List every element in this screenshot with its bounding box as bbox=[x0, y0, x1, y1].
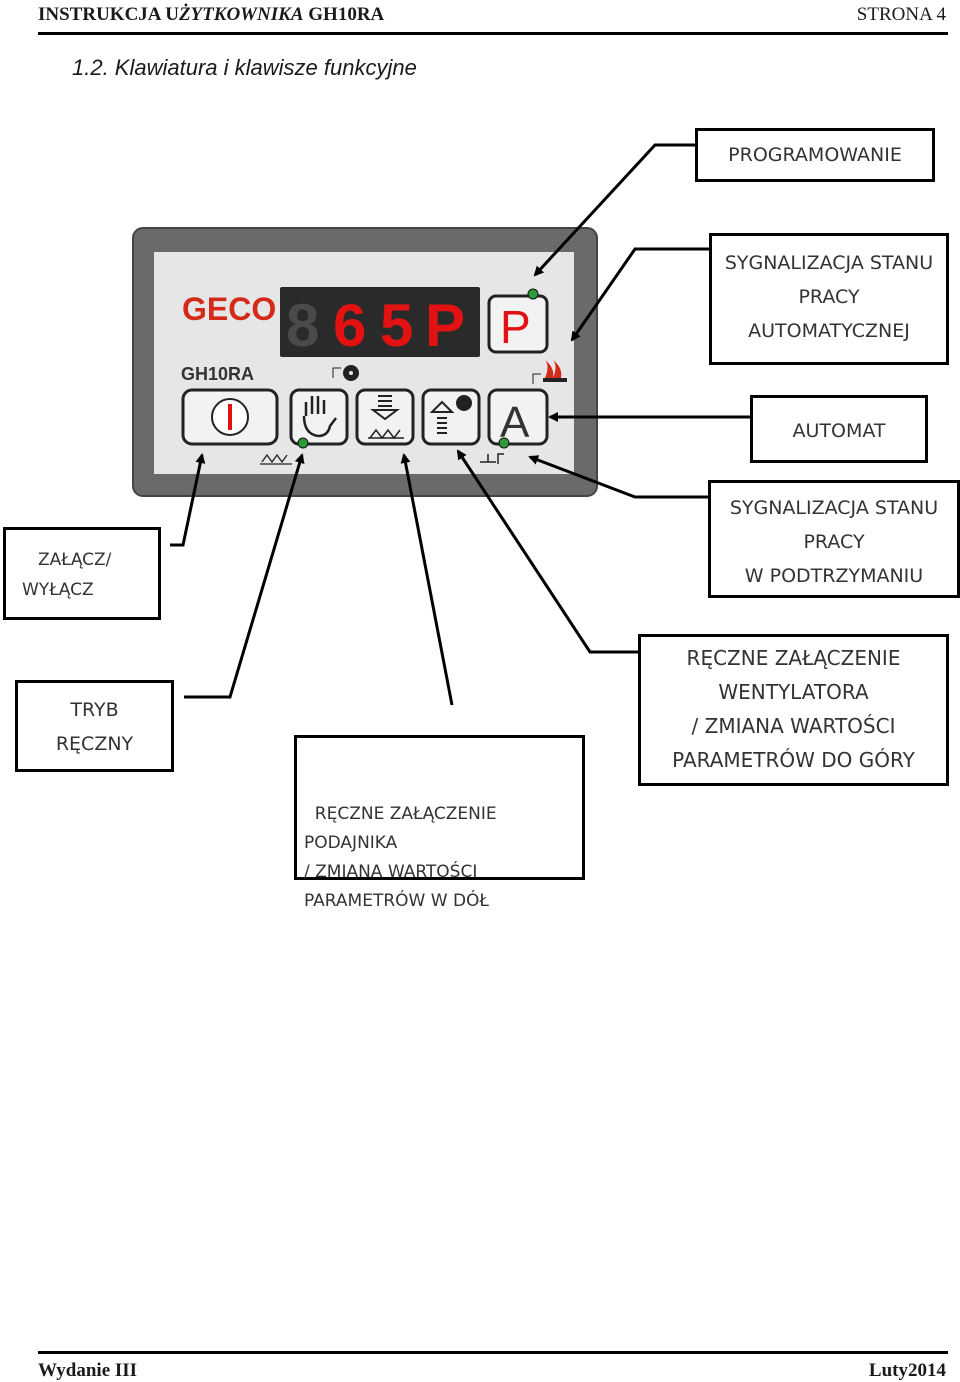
edition: Wydanie III bbox=[38, 1360, 138, 1381]
fan-icon bbox=[480, 453, 504, 464]
arrow-down-icon bbox=[370, 395, 400, 421]
fan-icon bbox=[456, 395, 472, 411]
section-title: 1.2. Klawiatura i klawisze funkcyjne bbox=[72, 55, 417, 80]
feeder-down-key[interactable] bbox=[355, 388, 415, 446]
display-digit: 8 bbox=[286, 292, 319, 359]
status-led bbox=[527, 288, 539, 300]
hand-icon bbox=[302, 396, 337, 438]
diagram: GECO GH10RA 8 6 5 P P bbox=[132, 143, 750, 706]
page-footer: Wydanie III Luty2014 bbox=[38, 1351, 948, 1381]
model-label: GH10RA bbox=[181, 364, 254, 384]
feeder-icon bbox=[368, 428, 404, 440]
document-title: INSTRUKCJA UŻYTKOWNIKA GH10RA bbox=[38, 4, 385, 25]
program-key[interactable]: P bbox=[487, 294, 549, 354]
power-key[interactable] bbox=[181, 388, 279, 446]
manual-mode-key[interactable] bbox=[289, 388, 349, 446]
page-header: INSTRUKCJA UŻYTKOWNIKA GH10RA STRONA 4 bbox=[38, 0, 948, 35]
page-number: STRONA 4 bbox=[856, 4, 946, 25]
feeder-icon bbox=[260, 453, 292, 465]
display-digit: P bbox=[425, 292, 465, 359]
fan-icon bbox=[332, 365, 359, 381]
flame-icon bbox=[532, 360, 567, 384]
svg-text:P: P bbox=[500, 301, 531, 353]
arrow-up-icon bbox=[429, 400, 455, 434]
display-digit: 5 bbox=[380, 292, 413, 359]
automat-label: AUTOMAT bbox=[750, 395, 928, 463]
display-digit: 6 bbox=[333, 292, 366, 359]
brand-logo: GECO bbox=[182, 291, 276, 327]
segment-display bbox=[280, 287, 480, 357]
on-off-label: ZAŁĄCZ/WYŁĄCZ bbox=[3, 527, 161, 620]
status-led bbox=[498, 437, 510, 449]
programming-label: PROGRAMOWANIE bbox=[695, 128, 935, 182]
auto-key[interactable]: A bbox=[487, 388, 549, 447]
status-led bbox=[297, 437, 309, 449]
controller-panel: GECO GH10RA 8 6 5 P P bbox=[132, 227, 598, 497]
date: Luty2014 bbox=[868, 1360, 946, 1381]
fan-up-key[interactable] bbox=[421, 388, 481, 446]
